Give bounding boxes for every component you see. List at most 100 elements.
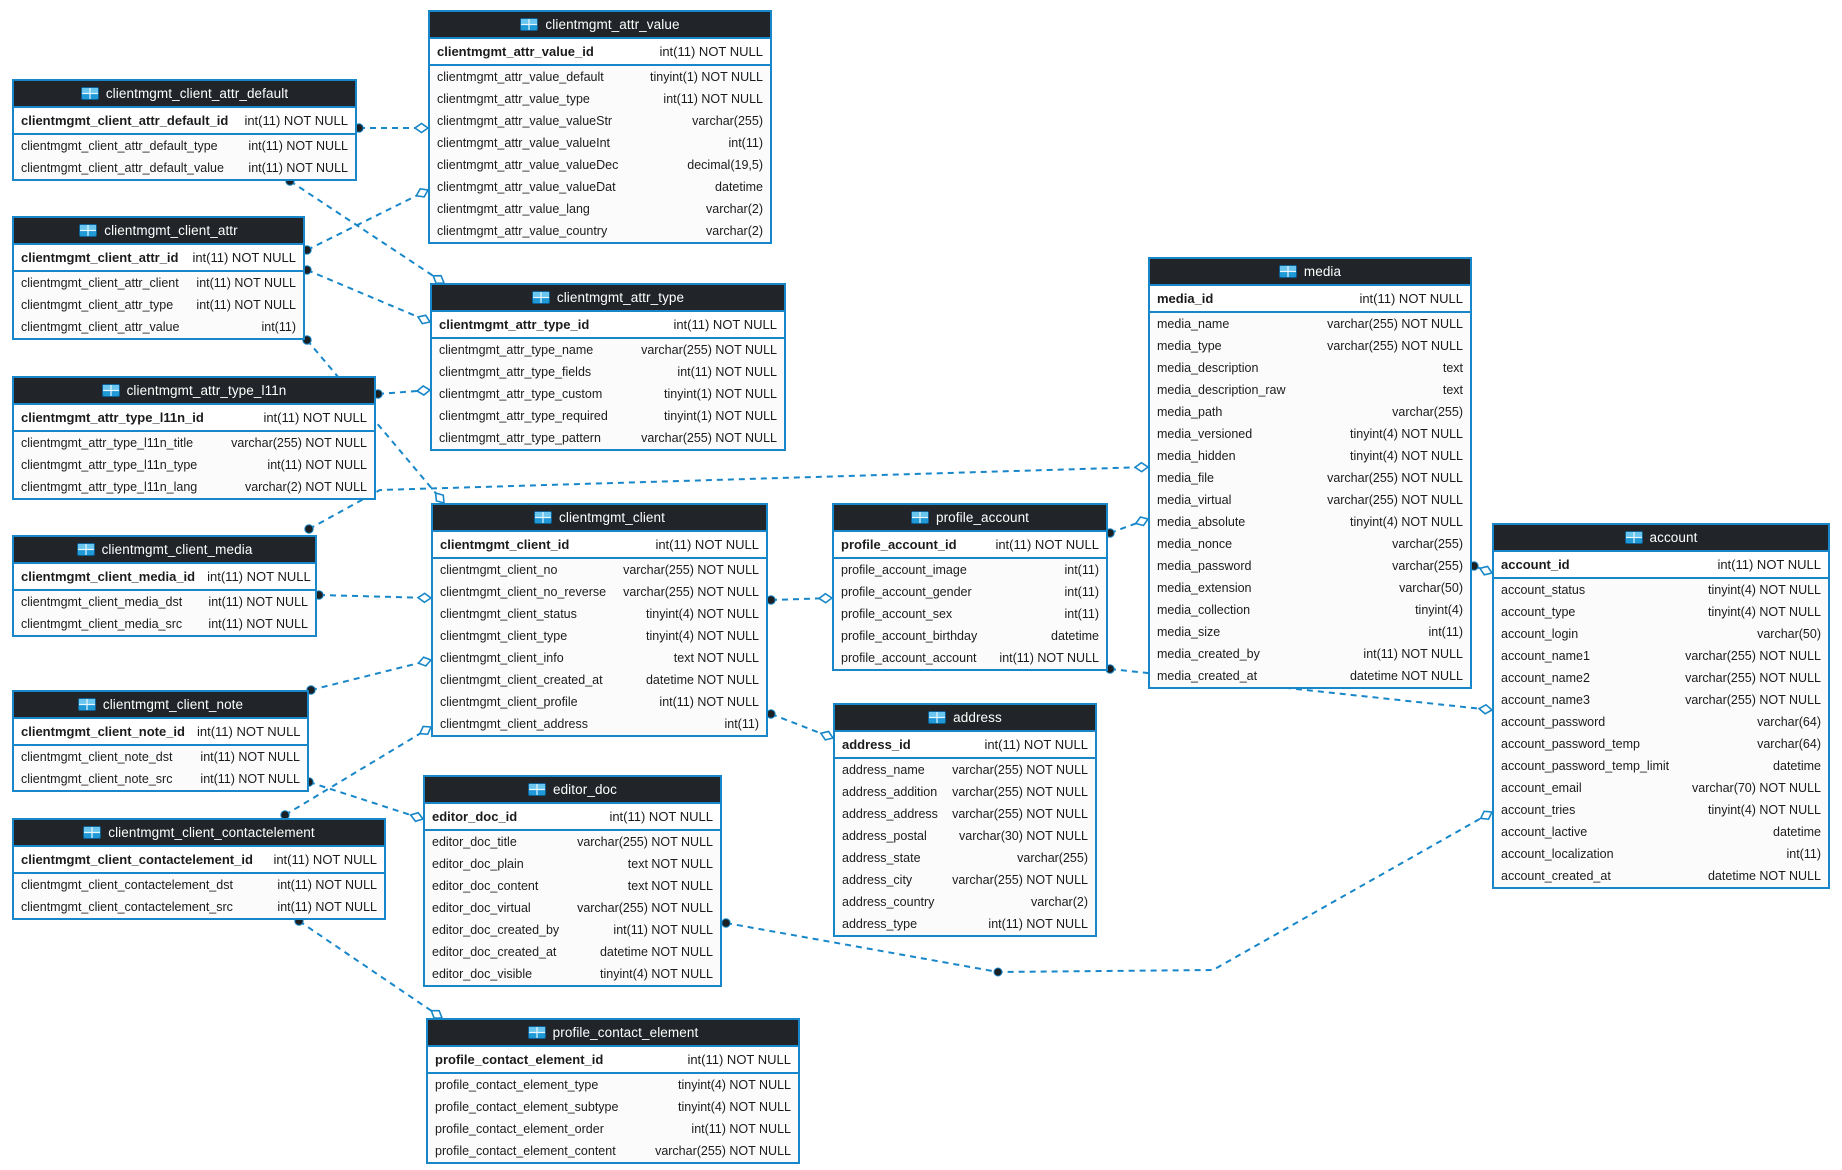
table-header[interactable]: clientmgmt_attr_value: [430, 12, 770, 39]
table-header[interactable]: account: [1494, 525, 1828, 552]
table-header[interactable]: clientmgmt_attr_type: [432, 285, 784, 312]
table-header[interactable]: clientmgmt_client_note: [14, 692, 307, 719]
table-clientmgmt_client_note[interactable]: clientmgmt_client_note clientmgmt_client_…: [12, 690, 309, 792]
table-header[interactable]: editor_doc: [425, 777, 720, 804]
relationship-clientmgmt_client-to-address[interactable]: [766, 709, 835, 741]
relationship-clientmgmt_client_contactelement-to-clientmgmt_client[interactable]: [280, 725, 433, 820]
relationship-clientmgmt_client_note-to-editor_doc[interactable]: [304, 777, 425, 823]
table-header[interactable]: profile_account: [834, 505, 1106, 532]
table-header[interactable]: clientmgmt_client: [433, 505, 766, 532]
relationship-profile_account-to-media[interactable]: [1105, 516, 1150, 538]
relationship-clientmgmt_client_attr_default-to-clientmgmt_attr_value[interactable]: [354, 122, 430, 134]
table-header[interactable]: clientmgmt_client_contactelement: [14, 820, 384, 847]
relationship-clientmgmt_client_note-to-clientmgmt_client[interactable]: [306, 656, 433, 695]
table-header[interactable]: clientmgmt_client_media: [14, 537, 315, 564]
relationship-clientmgmt_client_attr-to-clientmgmt_attr_type[interactable]: [302, 265, 432, 325]
table-header[interactable]: media: [1150, 259, 1470, 286]
